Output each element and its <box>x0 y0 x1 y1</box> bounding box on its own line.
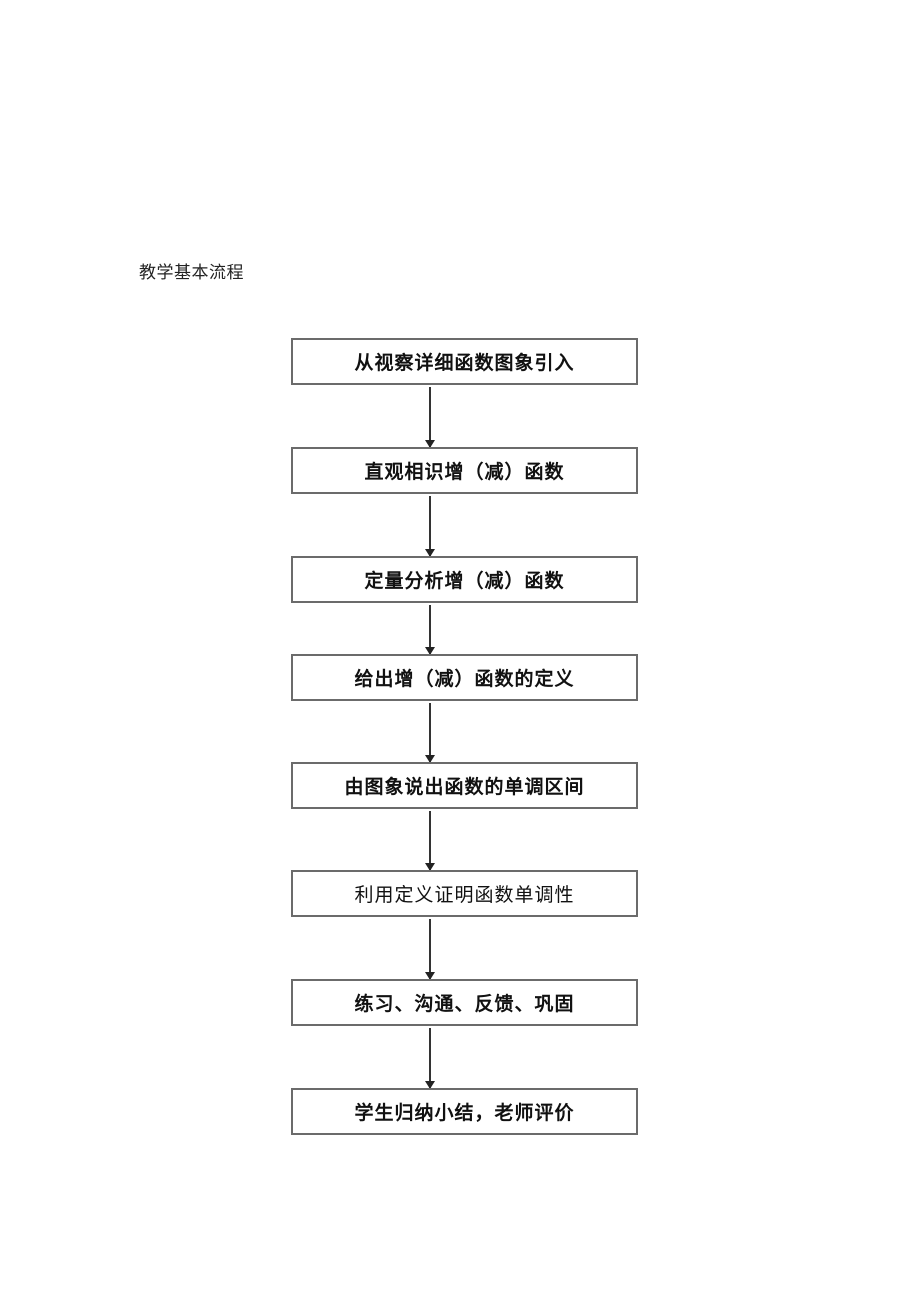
flow-step-label: 给出增（减）函数的定义 <box>354 668 575 690</box>
flow-step-label: 由图象说出函数的单调区间 <box>344 776 585 798</box>
section-heading: 教学基本流程 <box>139 263 244 283</box>
flow-step-label: 定量分析增（减）函数 <box>364 570 565 592</box>
flow-step-1: 从视察详细函数图象引入 <box>291 338 638 385</box>
flow-step-label: 直观相识增（减）函数 <box>364 461 565 483</box>
arrow-down-icon <box>425 703 435 763</box>
arrow-down-icon <box>425 496 435 557</box>
flow-step-3: 定量分析增（减）函数 <box>291 556 638 603</box>
flow-step-label: 练习、沟通、反馈、巩固 <box>354 993 575 1015</box>
flow-step-7: 练习、沟通、反馈、巩固 <box>291 979 638 1026</box>
arrow-down-icon <box>425 387 435 448</box>
arrow-down-icon <box>425 605 435 655</box>
arrow-down-icon <box>425 1028 435 1089</box>
flow-step-8: 学生归纳小结，老师评价 <box>291 1088 638 1135</box>
flow-step-5: 由图象说出函数的单调区间 <box>291 762 638 809</box>
flow-step-6: 利用定义证明函数单调性 <box>291 870 638 917</box>
flow-step-label: 学生归纳小结，老师评价 <box>354 1102 575 1124</box>
flow-step-label: 利用定义证明函数单调性 <box>354 884 575 906</box>
flow-step-2: 直观相识增（减）函数 <box>291 447 638 494</box>
arrow-down-icon <box>425 811 435 871</box>
arrow-down-icon <box>425 919 435 980</box>
flow-step-4: 给出增（减）函数的定义 <box>291 654 638 701</box>
flow-step-label: 从视察详细函数图象引入 <box>354 352 575 374</box>
